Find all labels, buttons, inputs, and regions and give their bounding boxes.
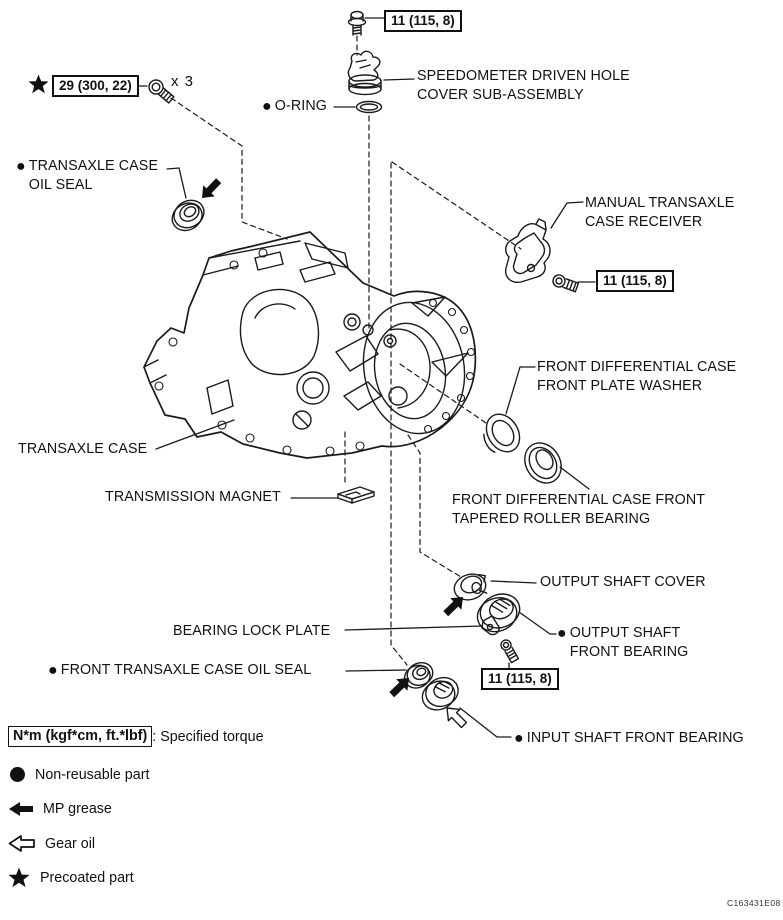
torque-box-top-bolt: 11 (115, 8) (384, 10, 462, 32)
tapered-bearing-drawing (524, 442, 562, 484)
label-transaxle-case: TRANSAXLE CASE (18, 441, 148, 457)
non-reusable-bullet: ● (557, 625, 567, 642)
mp-grease-arrow-2 (443, 597, 463, 617)
output-cover-drawing (453, 573, 488, 601)
mp-grease-arrow-icon (9, 802, 33, 816)
receiver-drawing (504, 218, 551, 284)
precoated-bolt-drawing (148, 79, 175, 104)
non-reusable-dot-icon (10, 767, 25, 782)
torque-unit-note: N*m (kgf*cm, ft.*lbf) : Specified torque (8, 726, 264, 747)
mp-grease-arrow-3 (389, 678, 409, 698)
transaxle-oil-seal-drawing (171, 199, 205, 232)
label-bearing-lock-plate: BEARING LOCK PLATE (173, 623, 331, 639)
leader-lines (130, 17, 596, 738)
top-bolt-drawing (347, 10, 367, 36)
non-reusable-bullet: ● (16, 158, 26, 175)
gear-oil-arrow-1 (446, 707, 468, 729)
speedometer-cover-drawing (347, 50, 382, 96)
bottom-bolt-drawing (500, 639, 520, 664)
lock-plate-drawing (481, 615, 500, 636)
torque-box-bottom-bolt: 11 (115, 8) (481, 668, 559, 690)
bolt-count-label: x 3 (171, 73, 195, 90)
torque-box-receiver-bolt: 11 (115, 8) (596, 270, 674, 292)
legend-text: Gear oil (45, 835, 96, 852)
gear-oil-arrow-icon (8, 835, 35, 852)
receiver-bolt-drawing (552, 274, 580, 293)
non-reusable-bullet: ● (262, 98, 272, 115)
label-o-ring: ● O-RING (262, 98, 327, 115)
figure-code: C163431E08 (727, 898, 781, 908)
dashed-assembly-lines (170, 35, 522, 666)
non-reusable-bullet: ● (514, 730, 524, 747)
o-ring-drawing (355, 100, 383, 114)
legend-mp-grease: MP grease (8, 800, 112, 818)
magnet-drawing (337, 486, 375, 504)
legend-text: Non-reusable part (35, 766, 150, 783)
legend-text: Precoated part (40, 870, 134, 886)
precoated-star-icon (28, 74, 49, 94)
transaxle-case-drawing (143, 231, 477, 459)
legend-precoated: Precoated part (7, 866, 134, 890)
legend-non-reusable: Non-reusable part (9, 766, 149, 783)
precoated-star-icon (8, 867, 30, 888)
non-reusable-bullet: ● (48, 662, 58, 679)
torque-unit-box: N*m (kgf*cm, ft.*lbf) (8, 726, 153, 747)
legend-gear-oil: Gear oil (8, 834, 95, 853)
legend-text: MP grease (43, 801, 112, 817)
label-input-shaft-front-bearing: ● INPUT SHAFT FRONT BEARING (514, 730, 744, 747)
label-front-transaxle-case-oil-seal: ● FRONT TRANSAXLE CASE OIL SEAL (48, 662, 312, 679)
label-output-shaft-cover: OUTPUT SHAFT COVER (540, 574, 706, 590)
washer-drawing (483, 413, 521, 453)
output-bearing-drawing (476, 593, 521, 636)
torque-box-precoated-bolt: 29 (300, 22) (52, 75, 139, 97)
torque-unit-suffix: : Specified torque (152, 728, 264, 745)
mp-grease-arrow-1 (202, 178, 222, 198)
input-bearing-drawing (421, 676, 459, 711)
label-transmission-magnet: TRANSMISSION MAGNET (105, 489, 281, 505)
